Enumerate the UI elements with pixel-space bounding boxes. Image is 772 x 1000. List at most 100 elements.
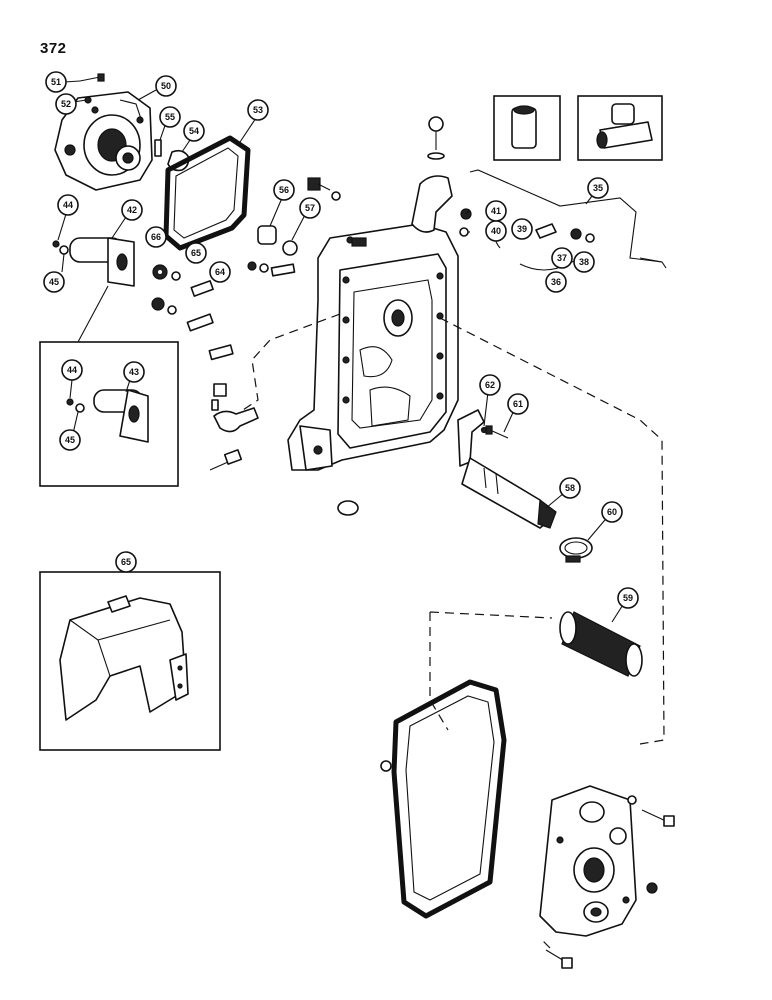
- washer-rear: [627, 795, 637, 805]
- svg-text:44: 44: [63, 200, 73, 210]
- sleeve-38: [585, 233, 595, 243]
- nut-66: [152, 264, 168, 280]
- callout-41: 41: [485, 200, 507, 222]
- hose-clamp-60: [559, 537, 593, 563]
- plug-56: [257, 225, 277, 245]
- svg-text:57: 57: [305, 203, 315, 213]
- stud-c: [270, 263, 296, 277]
- callout-59: 59: [617, 587, 639, 609]
- svg-text:45: 45: [65, 435, 75, 445]
- washer-45b: [75, 403, 85, 413]
- callout-57: 57: [299, 197, 321, 219]
- callout-38: 38: [573, 251, 595, 273]
- callout-54: 54: [183, 120, 205, 142]
- svg-text:60: 60: [607, 507, 617, 517]
- svg-text:62: 62: [485, 380, 495, 390]
- callout-43: 43: [123, 361, 145, 383]
- bushing-inset: [511, 105, 537, 149]
- svg-text:38: 38: [579, 257, 589, 267]
- washer-40: [459, 227, 469, 237]
- callout-61: 61: [507, 393, 529, 415]
- page-number: 372: [40, 40, 67, 57]
- callout-45b: 45: [59, 429, 81, 451]
- gasket-53: [163, 135, 251, 251]
- svg-text:56: 56: [279, 185, 289, 195]
- callout-39: 39: [511, 218, 533, 240]
- tube-35: [469, 169, 663, 263]
- rear-cover: [539, 785, 637, 937]
- pin-55: [154, 139, 162, 157]
- callout-37: 37: [551, 247, 573, 269]
- callout-52: 52: [55, 93, 77, 115]
- bolt-top: [307, 177, 331, 191]
- callout-56: 56: [273, 179, 295, 201]
- main-housing: [287, 223, 459, 471]
- svg-text:50: 50: [161, 81, 171, 91]
- dashed-leader-e: [539, 937, 551, 949]
- tube-43: [93, 389, 149, 443]
- svg-text:41: 41: [491, 206, 501, 216]
- screw-44a: [52, 240, 60, 248]
- svg-text:53: 53: [253, 105, 263, 115]
- svg-text:61: 61: [513, 399, 523, 409]
- svg-text:52: 52: [61, 99, 71, 109]
- svg-text:54: 54: [189, 126, 199, 136]
- nut-b: [151, 297, 165, 311]
- svg-text:43: 43: [129, 367, 139, 377]
- oring-57: [282, 240, 298, 256]
- svg-text:51: 51: [51, 77, 61, 87]
- washer-top: [331, 191, 341, 201]
- svg-text:58: 58: [565, 483, 575, 493]
- callout-50: 50: [155, 75, 177, 97]
- washer-45a: [59, 245, 69, 255]
- washer-c: [259, 263, 269, 273]
- callout-35: 35: [587, 177, 609, 199]
- svg-text:59: 59: [623, 593, 633, 603]
- washer-65: [171, 271, 181, 281]
- dashed-leader-b: [439, 317, 665, 745]
- svg-text:42: 42: [127, 205, 137, 215]
- svg-text:65: 65: [191, 248, 201, 258]
- svg-text:39: 39: [517, 224, 527, 234]
- elbow-filler: [411, 175, 453, 233]
- bolt-51: [79, 73, 105, 82]
- svg-text:45: 45: [49, 277, 59, 287]
- bleed-valve: [209, 449, 243, 471]
- svg-text:40: 40: [491, 226, 501, 236]
- nut-lower: [380, 760, 392, 772]
- callout-60: 60: [601, 501, 623, 523]
- bolt-rear: [641, 809, 675, 827]
- svg-text:55: 55: [165, 112, 175, 122]
- svg-text:64: 64: [215, 267, 225, 277]
- svg-text:36: 36: [551, 277, 561, 287]
- callout-65b: 65: [115, 551, 137, 573]
- svg-text:35: 35: [593, 183, 603, 193]
- callout-44b: 44: [61, 359, 83, 381]
- tee-fitting-inset: [596, 103, 653, 149]
- shift-shaft-58: [457, 409, 557, 529]
- pump-assembly: [54, 91, 153, 191]
- callout-36: 36: [545, 271, 567, 293]
- callout-40: 40: [485, 220, 507, 242]
- alternate-part-box: [39, 341, 179, 487]
- callout-58: 58: [559, 477, 581, 499]
- fitting-b-stem: [211, 399, 219, 411]
- svg-text:44: 44: [67, 365, 77, 375]
- elbow-fitting: [213, 407, 259, 433]
- callout-66: 66: [145, 226, 167, 248]
- callout-51: 51: [45, 71, 67, 93]
- shield-65: [59, 595, 189, 721]
- lower-gasket: [391, 679, 507, 919]
- svg-text:66: 66: [151, 232, 161, 242]
- hose-59: [559, 611, 643, 677]
- fitting-b: [213, 383, 227, 397]
- svg-text:37: 37: [557, 253, 567, 263]
- dashed-leader-d: [429, 611, 553, 619]
- bolt-bottom: [545, 949, 573, 969]
- fitting-37-body: [535, 223, 557, 239]
- callout-64: 64: [209, 261, 231, 283]
- dipstick-breather: [427, 116, 445, 160]
- svg-text:65: 65: [121, 557, 131, 567]
- callout-53: 53: [247, 99, 269, 121]
